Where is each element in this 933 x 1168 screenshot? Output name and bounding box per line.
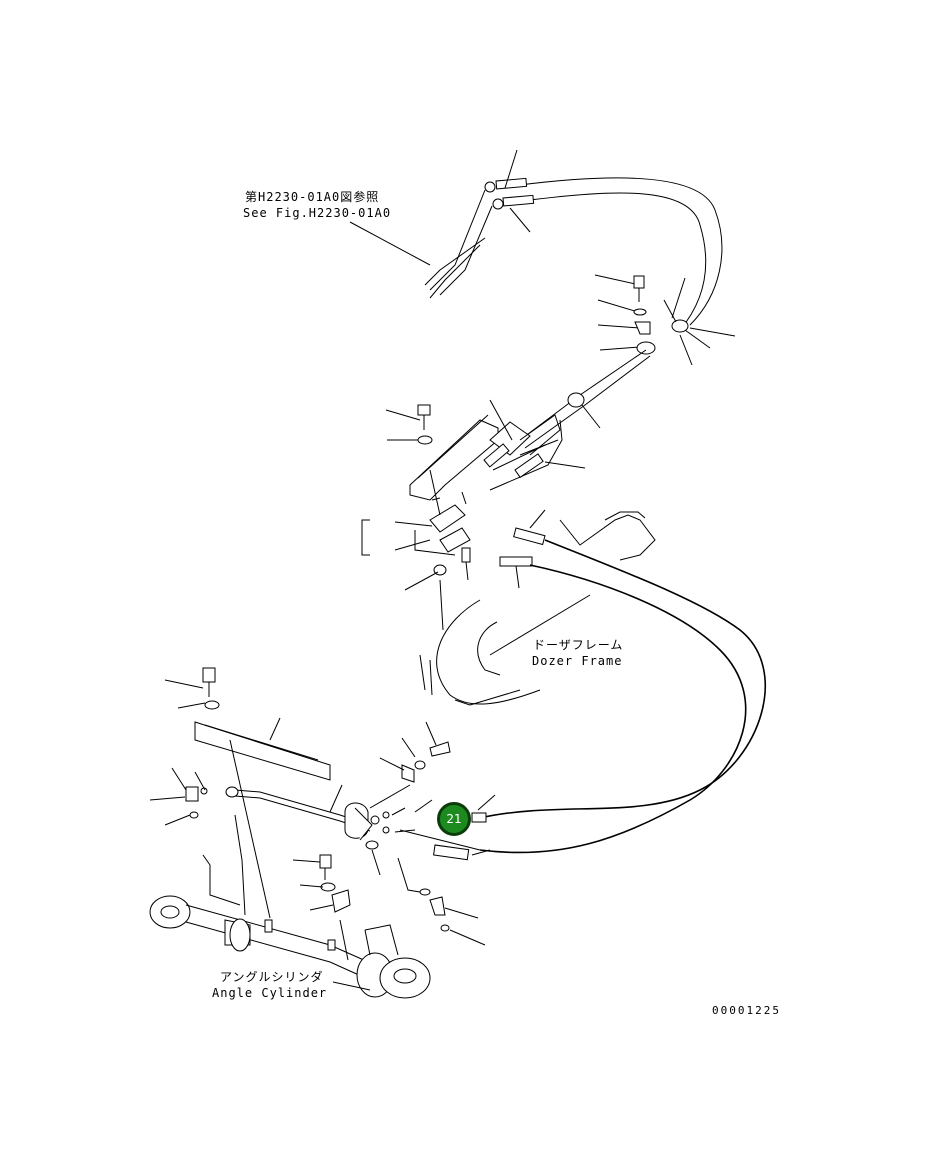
upper-clamp-parts xyxy=(519,275,689,449)
angle-cylinder-drawing xyxy=(149,739,431,999)
lower-bracket xyxy=(164,667,331,781)
upper-hoses xyxy=(424,177,723,331)
reference-note-jp: 第H2230-01A0図参照 xyxy=(245,190,380,204)
dozer-frame-outline xyxy=(419,594,591,706)
middle-hoses xyxy=(479,509,766,854)
dozer-frame-label-en: Dozer Frame xyxy=(532,654,623,668)
leader-lines-top xyxy=(349,149,736,366)
callout-number: 21 xyxy=(446,812,462,826)
dozer-frame-label-jp: ドーザフレーム xyxy=(533,638,624,652)
angle-cylinder-label-en: Angle Cylinder xyxy=(212,986,328,1000)
drawing-number: 00001225 xyxy=(712,1004,781,1017)
lower-small-parts xyxy=(292,854,486,946)
valve-fittings xyxy=(361,469,471,631)
middle-bracket xyxy=(385,399,586,505)
reference-note-en: See Fig.H2230-01A0 xyxy=(243,206,392,220)
lower-pipe xyxy=(149,721,496,876)
part-callout-21[interactable]: 21 xyxy=(437,802,471,836)
angle-cylinder-label-jp: アングルシリンダ xyxy=(220,970,324,984)
